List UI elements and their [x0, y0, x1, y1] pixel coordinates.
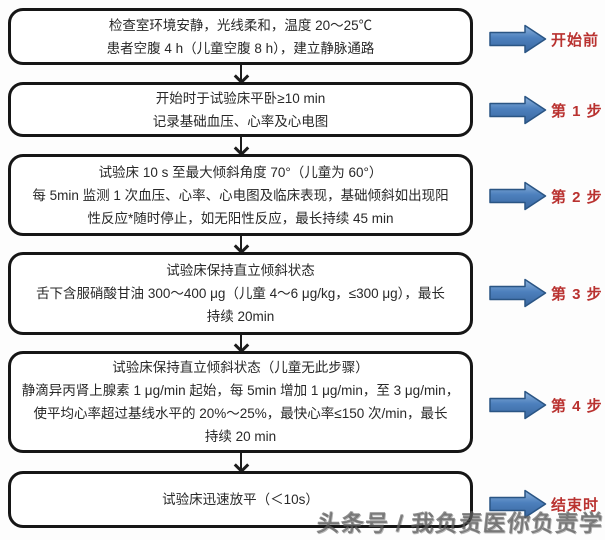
- stage-label-end: 结束时: [551, 496, 600, 514]
- box-line: 检查室环境安静，光线柔和，温度 20～25℃: [108, 17, 373, 33]
- box-line: 持续 20min: [206, 309, 275, 324]
- box-line: 静滴异丙肾上腺素 1 μg/min 起始，每 5min 增加 1 μg/min，…: [21, 383, 460, 398]
- flow-box-step3: 试验床保持直立倾斜状态 舌下含服硝酸甘油 300～400 μg（儿童 4～6 μ…: [8, 252, 473, 335]
- connector-stem: [239, 335, 243, 349]
- step-arrow-icon: [489, 390, 547, 420]
- step-arrow-icon: [489, 278, 547, 308]
- down-arrow-connector: [233, 236, 249, 255]
- down-arrow-connector: [233, 65, 249, 85]
- stage-label-step-4: 第 4 步: [551, 397, 603, 415]
- connector-stem: [239, 453, 243, 469]
- box-line: 患者空腹 4 h（儿童空腹 8 h），建立静脉通路: [106, 40, 375, 56]
- step-arrow-icon: [489, 95, 547, 125]
- stage-label-step-2: 第 2 步: [551, 188, 603, 206]
- box-line: 持续 20 min: [204, 429, 277, 444]
- flow-box-step4: 试验床保持直立倾斜状态（儿童无此步骤） 静滴异丙肾上腺素 1 μg/min 起始…: [8, 351, 473, 453]
- box-line: 试验床保持直立倾斜状态（儿童无此步骤）: [112, 360, 369, 375]
- stage-label-before-start: 开始前: [551, 31, 600, 49]
- box-line: 记录基础血压、心率及心电图: [152, 113, 329, 129]
- connector-stem: [239, 137, 243, 152]
- box-line: 使平均心率超过基线水平的 20%～25%，最快心率≤150 次/min，最长: [33, 406, 448, 421]
- down-arrow-connector: [233, 335, 249, 354]
- box-line: 性反应*随时停止，如无阳性反应，最长持续 45 min: [87, 210, 394, 226]
- watermark-text: 头条号 / 我负责医你负责学: [315, 510, 605, 536]
- stage-label-step-3: 第 3 步: [551, 285, 603, 303]
- box-line: 每 5min 监测 1 次血压、心率、心电图及临床表现，基础倾斜如出现阳: [32, 187, 449, 203]
- flow-box-step1: 开始时于试验床平卧≥10 min 记录基础血压、心率及心电图: [8, 82, 473, 137]
- flow-box-preparation: 检查室环境安静，光线柔和，温度 20～25℃ 患者空腹 4 h（儿童空腹 8 h…: [8, 8, 473, 65]
- box-line: 试验床保持直立倾斜状态: [166, 263, 315, 278]
- connector-stem: [239, 236, 243, 250]
- connector-stem: [239, 65, 243, 80]
- down-arrow-connector: [233, 453, 249, 474]
- box-line: 试验床 10 s 至最大倾斜角度 70°（儿童为 60°）: [98, 164, 383, 180]
- down-arrow-connector: [233, 137, 249, 157]
- box-line: 试验床迅速放平（＜10s）: [162, 492, 319, 507]
- step-arrow-icon: [489, 181, 547, 211]
- flow-box-end: 试验床迅速放平（＜10s）: [8, 471, 473, 528]
- box-line: 舌下含服硝酸甘油 300～400 μg（儿童 4～6 μg/kg，≤300 μg…: [36, 286, 445, 301]
- step-arrow-icon: [489, 24, 547, 54]
- step-arrow-icon: [489, 489, 547, 519]
- flow-box-step2: 试验床 10 s 至最大倾斜角度 70°（儿童为 60°） 每 5min 监测 …: [8, 154, 473, 236]
- stage-label-step-1: 第 1 步: [551, 102, 603, 120]
- box-line: 开始时于试验床平卧≥10 min: [155, 90, 326, 106]
